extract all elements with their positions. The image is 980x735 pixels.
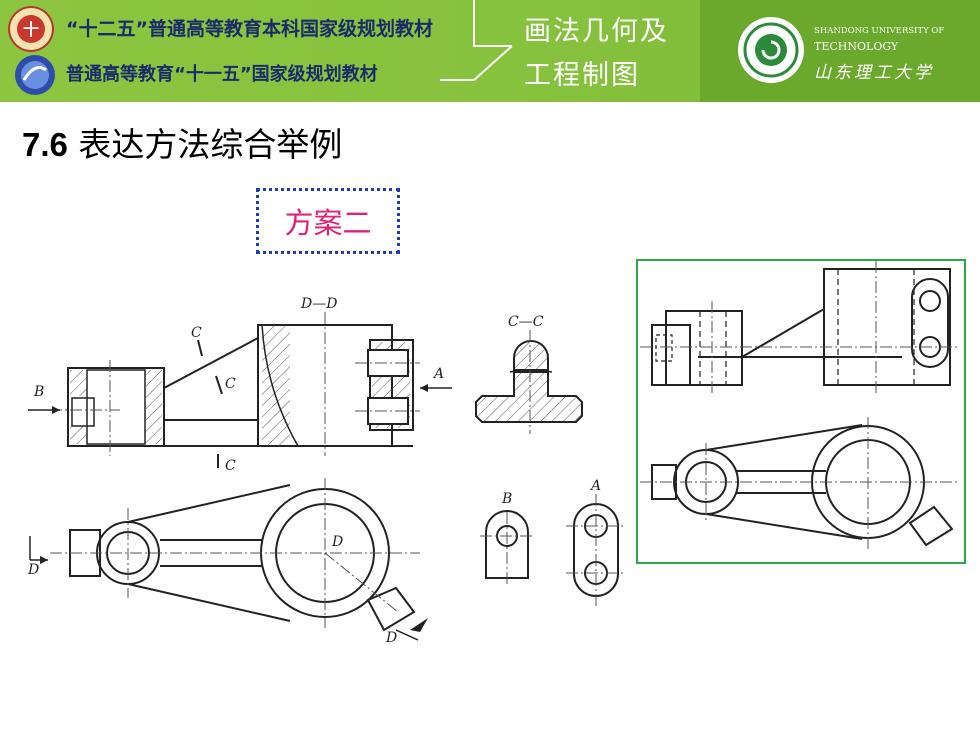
svg-text:十: 十 [23, 20, 39, 39]
section-title: 表达方法综合举例 [78, 125, 343, 164]
label-cut-c-bottom: C [225, 458, 236, 474]
university-name-en-1: SHANDONG UNIVERSITY OF [814, 26, 945, 36]
label-cut-d-left: D [27, 562, 39, 578]
inset-drawing-box [636, 259, 966, 564]
label-cut-d-bottom: D [385, 630, 397, 646]
series-line-2: 普通高等教育“十一五”国家级规划教材 [66, 64, 378, 85]
label-view-b: B [501, 491, 512, 507]
university-logo-icon [738, 17, 804, 83]
label-section-cc: C—C [508, 314, 544, 330]
eleventh-plan-logo-icon [15, 55, 55, 95]
top-view [29, 478, 428, 641]
view-b [480, 510, 534, 586]
book-title-line-1: 画法几何及 [524, 16, 669, 47]
label-cut-c-top: C [191, 325, 202, 341]
section-cc-view [475, 330, 583, 434]
book-title-line-2: 工程制图 [524, 60, 640, 91]
inset-drawing [640, 261, 958, 551]
series-line-1: “十二五”普通高等教育本科国家级规划教材 [66, 18, 433, 40]
view-a [566, 494, 626, 606]
label-cut-d-center: D [331, 534, 343, 550]
label-section-dd: D—D [300, 296, 337, 312]
university-name-cn: 山东理工大学 [814, 63, 934, 83]
university-name-en-2: TECHNOLOGY [814, 40, 899, 53]
banner-divider-lines [440, 0, 513, 81]
front-section-view [28, 312, 452, 468]
label-arrow-b: B [33, 384, 44, 400]
label-cut-c-mid: C [225, 376, 236, 392]
scheme-label: 方案二 [284, 206, 372, 240]
page-title: 7.6 表达方法综合举例 [22, 118, 342, 166]
publisher-logo-icon: 十 [8, 6, 54, 52]
label-view-a: A [589, 478, 601, 494]
section-number: 7.6 [22, 126, 68, 163]
header-banner: 十 “十二五”普通高等教育本科国家级规划教材 普通高等教育“十一五”国家级规划教… [0, 0, 980, 102]
label-arrow-a: A [432, 366, 444, 382]
scheme-label-box: 方案二 [256, 188, 400, 254]
